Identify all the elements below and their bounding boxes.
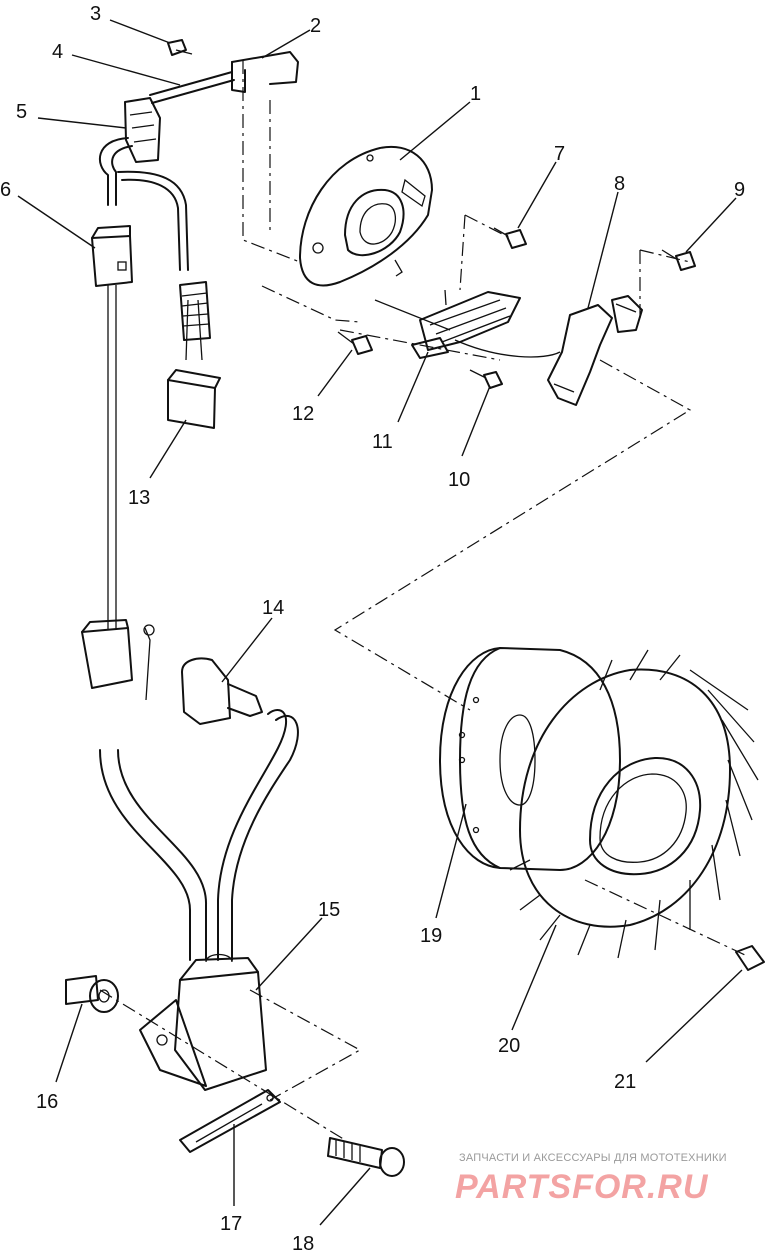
harness-sleeve <box>179 281 211 341</box>
callout-7: 7 <box>554 143 565 165</box>
spark-plug-cap-14 <box>181 657 263 725</box>
callout-6: 6 <box>0 179 11 201</box>
bracket-2 <box>231 51 299 93</box>
bolt-18 <box>327 1137 405 1177</box>
ignition-coil-15 <box>139 953 267 1091</box>
assembly-lines <box>99 60 746 1141</box>
terminal-block-5 <box>124 97 161 163</box>
callout-4: 4 <box>52 41 63 63</box>
screw-9 <box>661 249 696 271</box>
callout-3: 3 <box>90 3 101 25</box>
callout-17: 17 <box>220 1213 242 1235</box>
callout-11: 11 <box>372 431 393 453</box>
charge-coil-11 <box>374 289 561 359</box>
stator-plate-1 <box>299 145 433 287</box>
callout-20: 20 <box>498 1035 520 1057</box>
callout-8: 8 <box>614 173 625 195</box>
screw-10 <box>469 369 503 389</box>
flywheel-19 <box>439 647 621 871</box>
callout-2: 2 <box>310 15 321 37</box>
callout-13: 13 <box>128 487 150 509</box>
screw-12 <box>337 331 373 355</box>
callout-16: 16 <box>36 1091 58 1113</box>
callout-1: 1 <box>470 83 481 105</box>
callout-21: 21 <box>614 1071 636 1093</box>
ground-strap-17 <box>179 1089 281 1153</box>
callout-14: 14 <box>262 597 284 619</box>
fan-20 <box>509 649 759 959</box>
watermark-logo: PARTSFOR.RU <box>455 1168 709 1206</box>
pulser-coil-8 <box>547 295 643 406</box>
callout-19: 19 <box>420 925 442 947</box>
callout-10: 10 <box>448 469 470 491</box>
rod-4 <box>149 71 235 104</box>
watermark-caption: ЗАПЧАСТИ И АКСЕССУАРЫ ДЛЯ МОТОТЕХНИКИ <box>459 1152 727 1164</box>
callout-5: 5 <box>16 101 27 123</box>
callout-numbers: 1 2 3 4 5 6 7 8 9 10 11 12 13 14 15 16 1… <box>0 3 745 1252</box>
lower-connector <box>81 619 155 701</box>
screw-21 <box>735 945 765 971</box>
callout-15: 15 <box>318 899 340 921</box>
callout-18: 18 <box>292 1233 314 1252</box>
connector-6 <box>91 225 133 287</box>
callout-9: 9 <box>734 179 745 201</box>
connector-13 <box>167 369 221 429</box>
screw-3 <box>167 39 193 56</box>
screw-7 <box>493 227 527 249</box>
spacer-16 <box>65 975 119 1013</box>
callout-12: 12 <box>292 403 314 425</box>
leader-lines <box>17 19 743 1226</box>
lead-wires <box>99 709 299 961</box>
wire-harness <box>99 137 203 630</box>
